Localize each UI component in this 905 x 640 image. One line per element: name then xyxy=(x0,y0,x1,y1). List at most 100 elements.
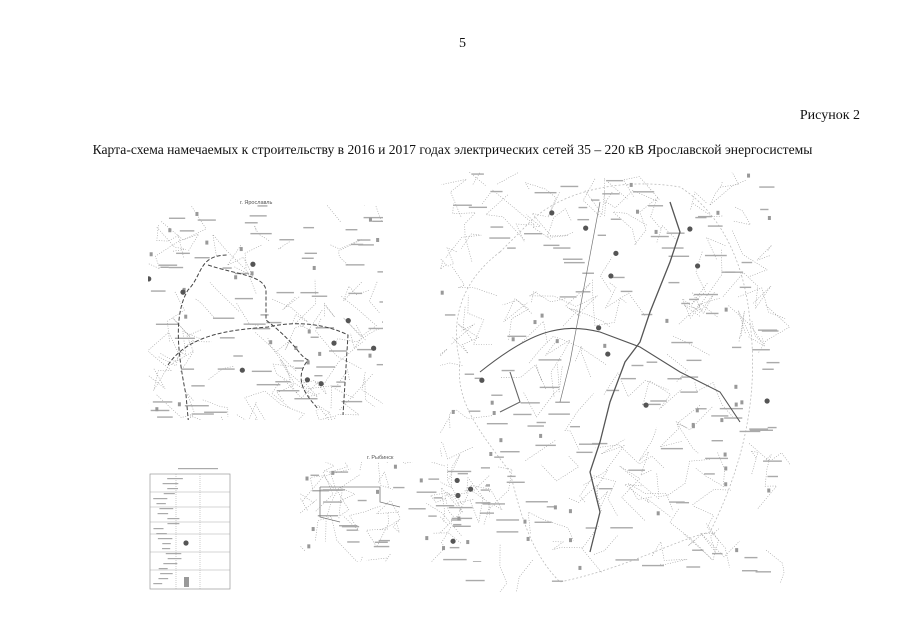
power-line xyxy=(765,549,785,583)
place-label xyxy=(447,470,472,473)
place-label xyxy=(332,471,349,473)
place-label xyxy=(631,364,644,367)
legend-label xyxy=(167,558,182,560)
place-label xyxy=(724,417,743,419)
power-line xyxy=(440,348,463,366)
yaroslavl-city-map xyxy=(148,205,383,420)
place-label xyxy=(490,190,503,193)
place-label xyxy=(301,257,314,259)
place-label xyxy=(464,373,475,375)
power-line xyxy=(221,402,266,420)
power-plant-marker xyxy=(549,210,555,216)
place-label xyxy=(293,360,304,362)
place-label xyxy=(168,217,186,219)
power-line xyxy=(541,456,580,482)
substation-marker xyxy=(629,182,633,187)
place-label xyxy=(266,321,282,324)
power-line xyxy=(156,226,186,252)
place-label xyxy=(520,402,540,404)
place-label xyxy=(582,272,594,274)
substation-marker xyxy=(724,482,728,487)
legend-label xyxy=(162,483,179,485)
place-label xyxy=(357,499,367,502)
power-line xyxy=(672,335,710,356)
power-line xyxy=(302,474,360,501)
place-label xyxy=(314,375,323,377)
place-label xyxy=(577,218,590,221)
place-label xyxy=(668,255,690,257)
place-label xyxy=(479,512,495,514)
place-label xyxy=(358,244,374,246)
power-line xyxy=(528,291,598,316)
place-label xyxy=(376,363,383,366)
place-label xyxy=(761,330,779,332)
power-line xyxy=(148,233,200,270)
power-line xyxy=(706,237,726,260)
substation-marker xyxy=(734,402,738,407)
power-line xyxy=(692,489,731,506)
map-legend-table xyxy=(149,468,231,590)
power-line xyxy=(365,512,390,548)
power-line xyxy=(153,351,194,391)
place-label xyxy=(379,301,383,303)
power-line xyxy=(748,443,790,465)
place-label xyxy=(453,204,472,206)
substation-marker xyxy=(184,314,188,319)
substation-marker xyxy=(511,337,515,342)
power-plant-marker xyxy=(454,477,460,484)
place-label xyxy=(496,531,519,533)
place-label xyxy=(257,205,268,207)
place-label xyxy=(546,506,557,508)
power-line xyxy=(737,287,786,319)
place-label xyxy=(408,508,426,510)
power-line xyxy=(440,260,447,270)
place-label xyxy=(767,426,777,429)
power-plant-marker xyxy=(180,289,186,295)
place-label xyxy=(300,291,319,294)
place-label xyxy=(472,561,482,562)
place-label xyxy=(486,484,490,486)
place-label xyxy=(249,215,267,217)
power-plant-marker xyxy=(331,340,337,346)
place-label xyxy=(234,272,250,275)
power-line xyxy=(271,298,308,324)
place-label xyxy=(345,264,365,266)
place-label xyxy=(609,276,625,279)
place-label xyxy=(598,488,613,490)
power-line xyxy=(499,544,508,592)
place-label xyxy=(507,247,516,249)
power-line xyxy=(366,553,391,562)
power-line xyxy=(469,497,484,524)
place-label xyxy=(323,501,343,503)
place-label xyxy=(457,472,468,475)
region-map xyxy=(440,172,790,592)
power-line xyxy=(758,304,790,353)
place-label xyxy=(433,497,443,499)
power-line xyxy=(275,325,305,353)
legend-label xyxy=(167,488,179,490)
power-line xyxy=(440,247,457,267)
power-line xyxy=(380,518,401,534)
place-label xyxy=(668,281,680,284)
place-label xyxy=(711,415,729,417)
place-label xyxy=(468,206,488,209)
power-line xyxy=(525,440,556,461)
place-label xyxy=(435,505,455,507)
legend-label xyxy=(156,503,166,505)
power-line xyxy=(690,191,707,210)
power-line xyxy=(500,363,547,390)
place-label xyxy=(739,430,761,433)
power-line xyxy=(300,545,306,551)
place-label xyxy=(158,264,178,266)
power-line xyxy=(581,525,603,574)
place-label xyxy=(570,425,580,428)
place-label xyxy=(563,261,585,264)
place-label xyxy=(316,366,336,368)
place-label xyxy=(694,293,718,296)
place-label xyxy=(680,391,698,393)
legend-symbol xyxy=(183,540,189,546)
power-line xyxy=(464,474,490,493)
place-label xyxy=(648,205,664,207)
place-label xyxy=(452,525,471,527)
power-line xyxy=(731,230,768,278)
